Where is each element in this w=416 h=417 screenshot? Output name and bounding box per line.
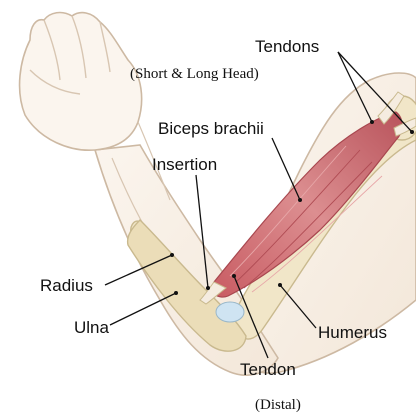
label-distal-note: (Distal): [255, 397, 301, 413]
label-ulna: Ulna: [74, 318, 110, 337]
label-humerus: Humerus: [318, 323, 387, 342]
label-tendons: Tendons: [255, 37, 319, 56]
label-tendon: Tendon: [240, 360, 296, 379]
hand-skin: [20, 13, 142, 151]
leader-biceps: [272, 138, 300, 200]
label-radius: Radius: [40, 276, 93, 295]
elbow-cartilage: [216, 302, 244, 322]
label-insertion: Insertion: [152, 155, 217, 174]
label-biceps: Biceps brachii: [158, 119, 264, 138]
label-heads-note: (Short & Long Head): [130, 66, 259, 82]
